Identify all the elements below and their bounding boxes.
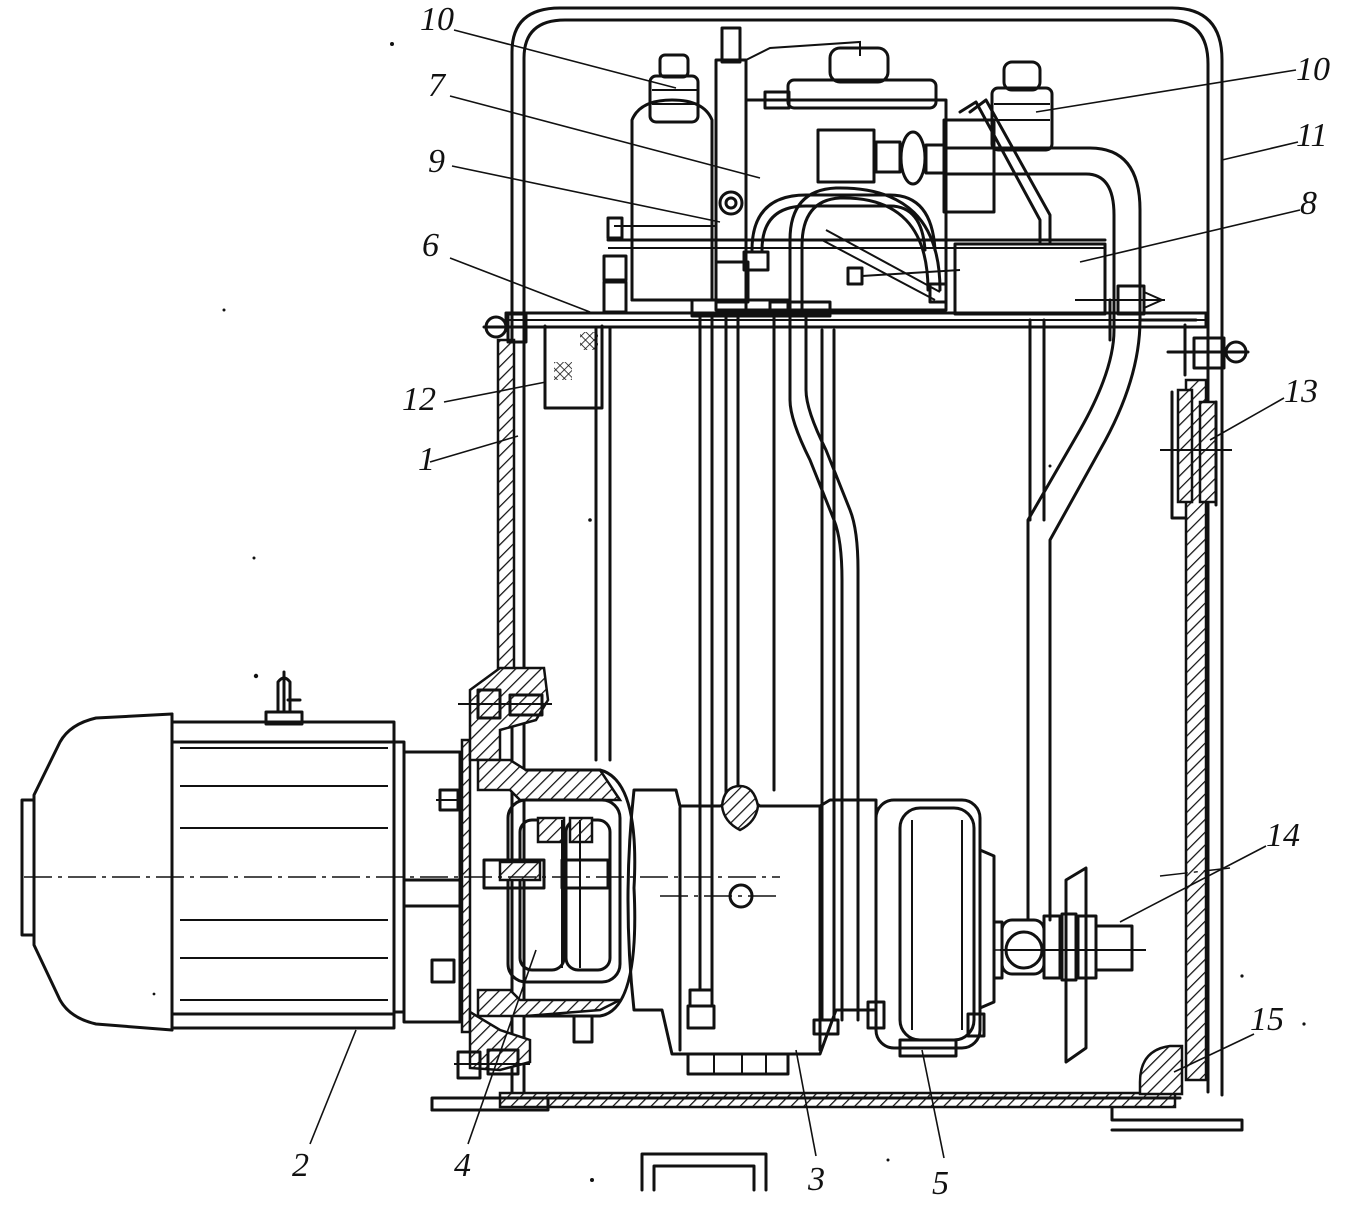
lid-plate [482, 298, 1250, 377]
callout-11: 11 [1296, 117, 1327, 154]
callout-14: 14 [1266, 817, 1300, 854]
callout-3: 3 [807, 1161, 825, 1198]
outlet-fitting [992, 866, 1146, 1064]
internal-pipes [594, 314, 1046, 1036]
coupling [482, 798, 622, 984]
callout-7: 7 [428, 67, 447, 104]
callout-10-right: 10 [1296, 51, 1330, 88]
callout-2: 2 [292, 1147, 309, 1184]
electric-motor [20, 670, 462, 1032]
callout-1: 1 [418, 441, 435, 478]
callout-12: 12 [402, 381, 436, 418]
sight-glass [543, 324, 604, 410]
tank-housing [430, 6, 1244, 1132]
callout-9: 9 [428, 143, 445, 180]
callout-10-left: 10 [420, 1, 454, 38]
bell-housing [430, 666, 637, 1080]
callout-4: 4 [454, 1147, 471, 1184]
callout-6: 6 [422, 227, 439, 264]
callout-labels: 10 7 9 6 12 1 10 11 8 13 14 15 2 4 3 5 [292, 1, 1330, 1202]
callout-13: 13 [1284, 373, 1318, 410]
leader-lines [309, 29, 1301, 1159]
pump-body-2 [866, 798, 996, 1058]
callout-15: 15 [1250, 1001, 1284, 1038]
centerlines [24, 867, 1231, 951]
callout-8: 8 [1300, 185, 1317, 222]
scan-specks [152, 42, 1306, 1182]
top-equipment [602, 26, 1165, 922]
drain-plug [1138, 1044, 1184, 1096]
pump-body [626, 784, 878, 1076]
callout-5: 5 [932, 1165, 949, 1202]
side-fitting [1160, 388, 1232, 520]
support-frame [640, 1152, 768, 1192]
